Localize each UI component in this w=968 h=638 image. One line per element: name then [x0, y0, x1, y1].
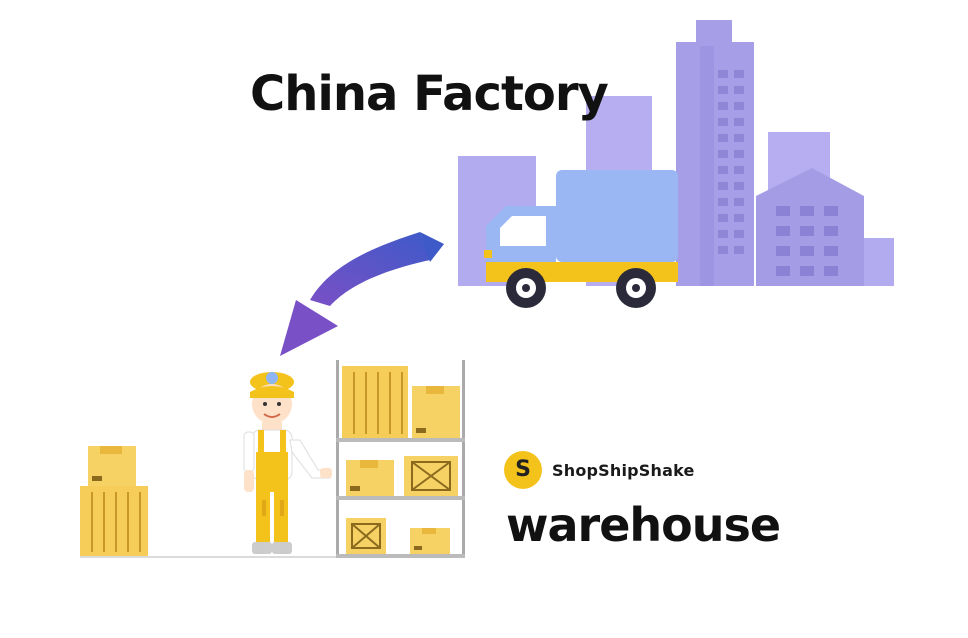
warehouse-worker-icon [243, 372, 332, 554]
curved-arrow-icon [280, 232, 444, 356]
left-box-stack-icon [80, 446, 148, 556]
delivery-truck-icon [484, 170, 678, 308]
storage-shelf-icon [336, 360, 465, 558]
warehouse-label: warehouse [506, 498, 781, 552]
brand-name: ShopShipShake [552, 460, 695, 480]
brand-logo-letter: S [515, 457, 531, 482]
brand-logo-icon: S [504, 451, 542, 489]
brand: S ShopShipShake [504, 451, 695, 489]
page-title: China Factory [250, 66, 609, 122]
